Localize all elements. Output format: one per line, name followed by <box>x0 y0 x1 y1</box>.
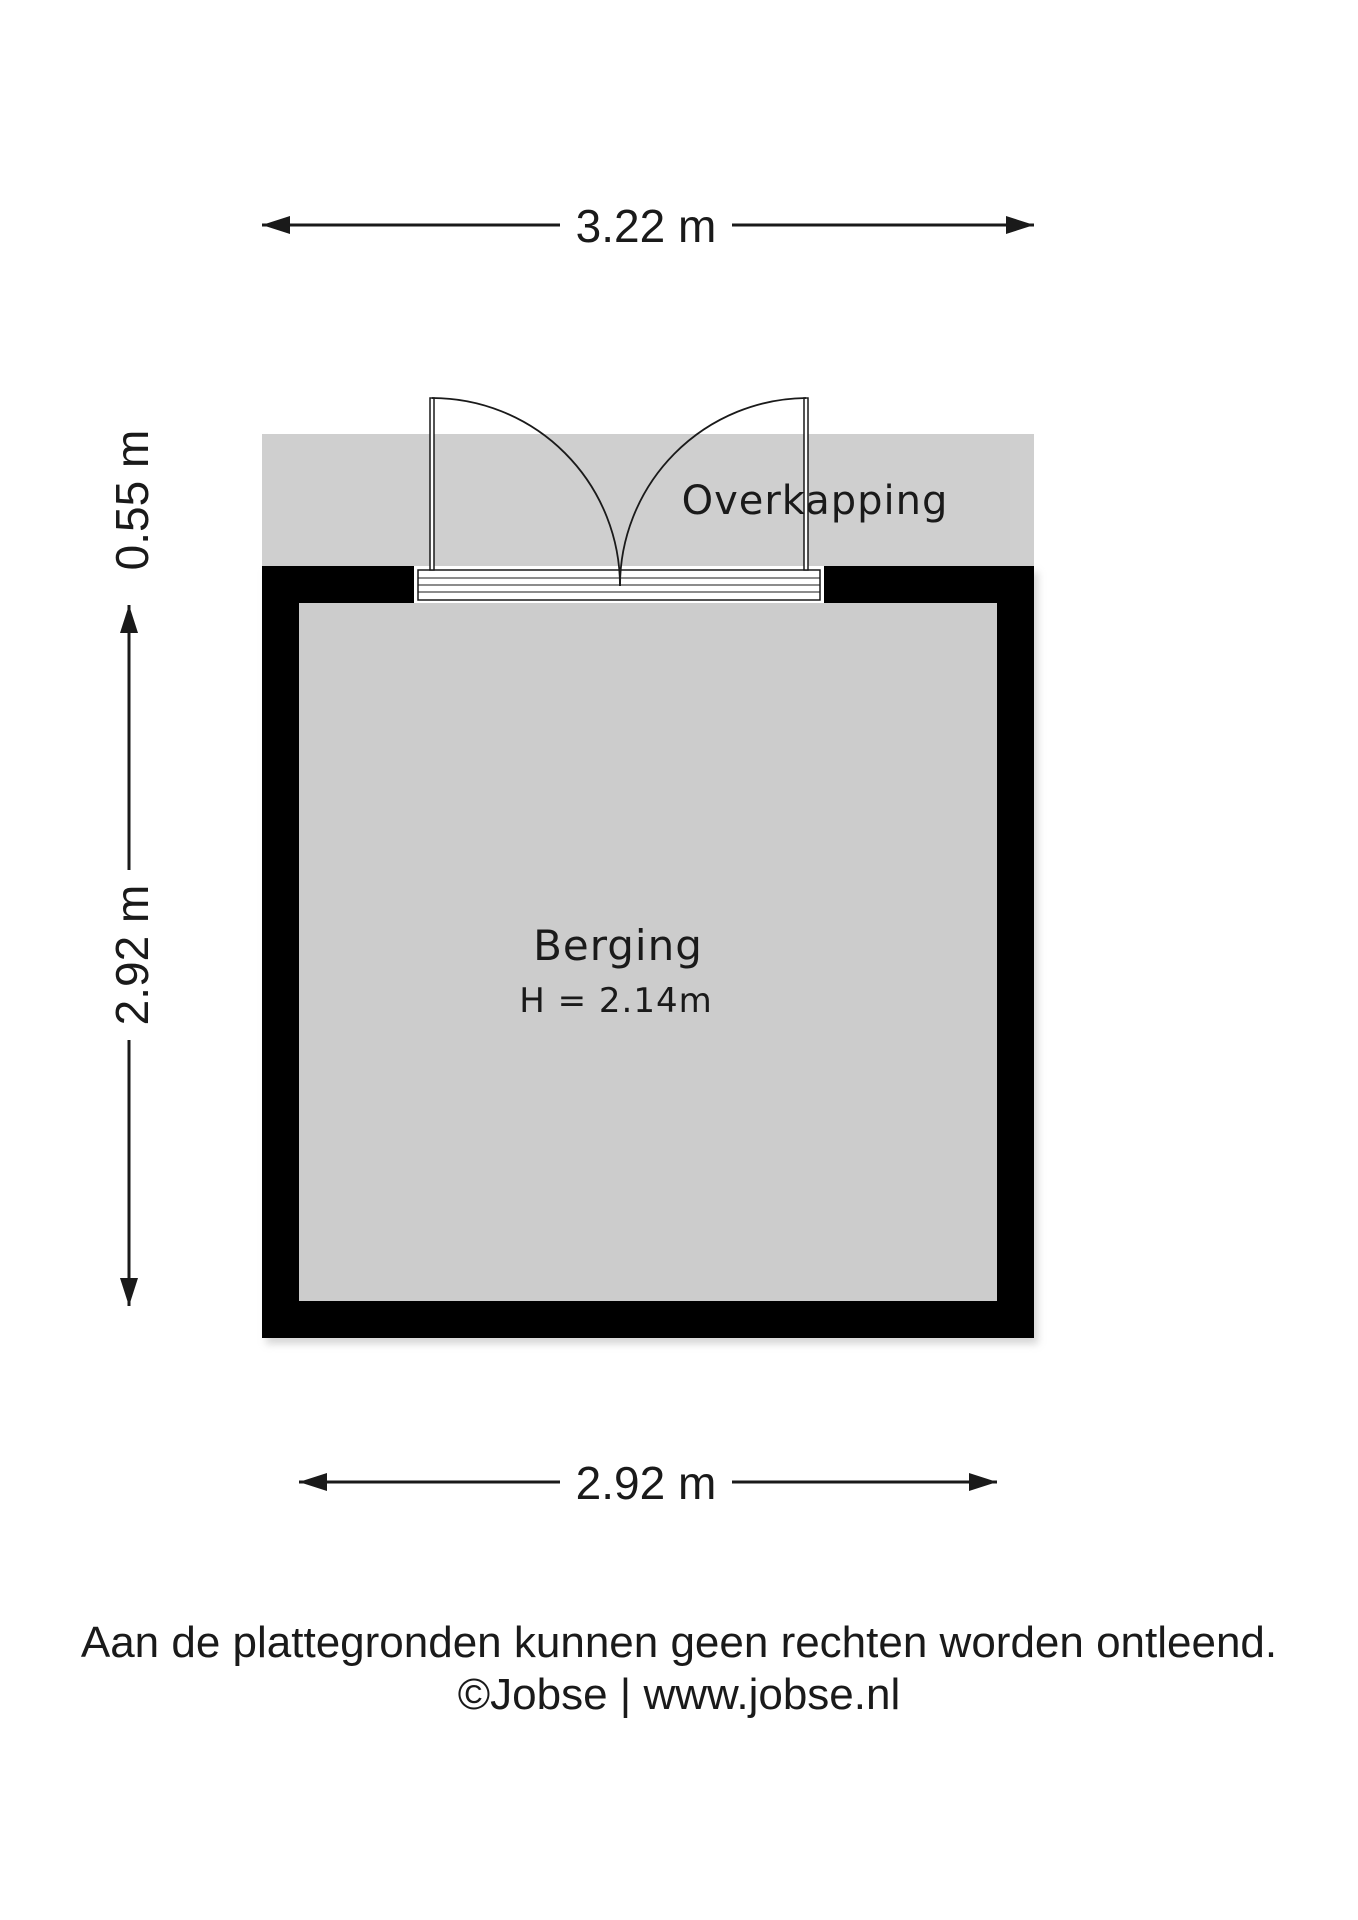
room-height: H = 2.14m <box>519 981 713 1021</box>
dimension-left-lower: 2.92 m <box>106 605 158 1306</box>
door-right <box>619 397 809 587</box>
dimension-left-lower-label: 2.92 m <box>106 885 158 1026</box>
disclaimer-text: Aan de plattegronden kunnen geen rechten… <box>80 1618 1278 1667</box>
canopy-label: Overkapping <box>682 478 949 524</box>
credit-text: ©Jobse | www.jobse.nl <box>457 1670 901 1719</box>
arrowhead-left-icon <box>262 216 290 234</box>
floor-berging <box>299 603 997 1301</box>
arrowhead-up-icon <box>120 605 138 633</box>
dimension-bottom-label: 2.92 m <box>576 1457 717 1509</box>
canopy-area <box>262 434 1034 570</box>
room-name: Berging <box>533 921 703 970</box>
arrowhead-right-icon <box>969 1473 997 1491</box>
door-left <box>429 397 621 587</box>
dimension-bottom: 2.92 m <box>299 1457 997 1509</box>
arrowhead-right-icon <box>1006 216 1034 234</box>
dimension-left-upper-label: 0.55 m <box>106 430 158 571</box>
dimension-top-label: 3.22 m <box>576 200 717 252</box>
arrowhead-left-icon <box>299 1473 327 1491</box>
dimension-top: 3.22 m <box>262 200 1034 252</box>
arrowhead-down-icon <box>120 1278 138 1306</box>
dimension-left-upper: 0.55 m <box>106 430 158 571</box>
